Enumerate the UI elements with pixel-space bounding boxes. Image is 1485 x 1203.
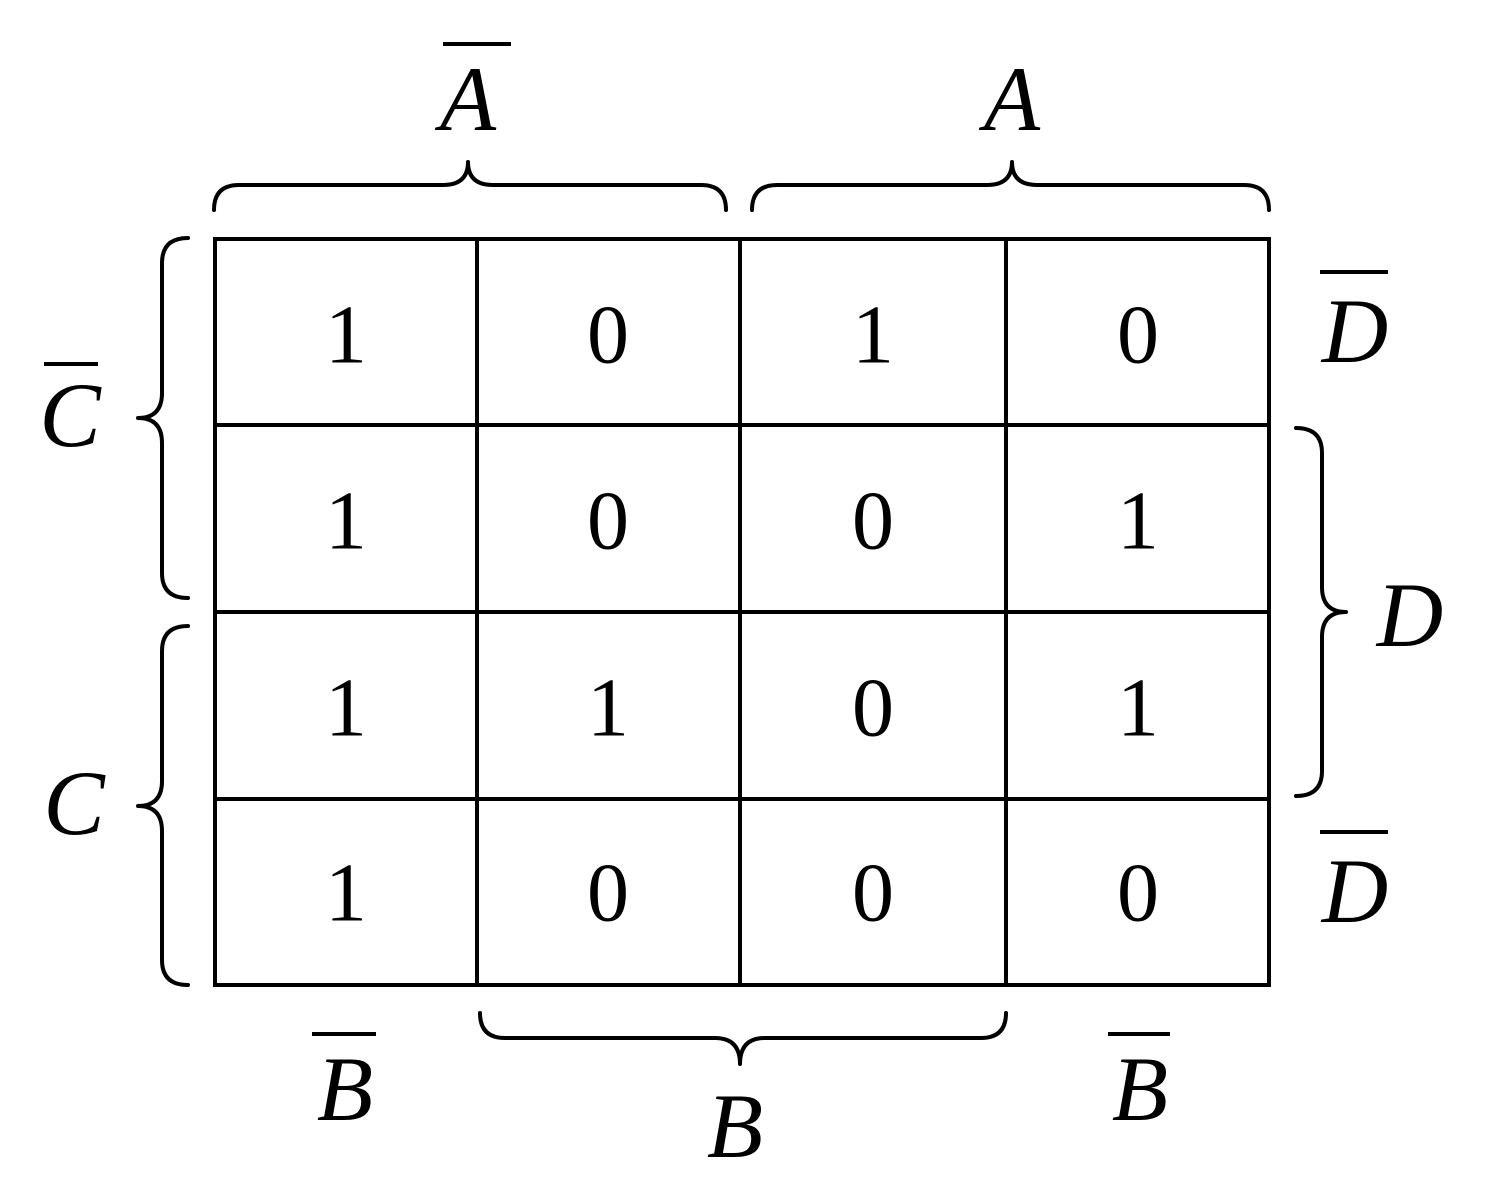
cell-r3-c0: 1: [325, 847, 367, 940]
kmap-braces: [136, 160, 1348, 1066]
cell-r1-c3: 1: [1117, 475, 1159, 568]
brace-bottom-middle: [478, 1011, 1008, 1066]
cell-r0-c1: 0: [587, 289, 629, 382]
brace-right-middle: [1294, 426, 1348, 798]
kmap-labels: A A C C D D D B B B: [39, 42, 1443, 1177]
cell-r0-c0: 1: [325, 289, 367, 382]
cell-r2-c2: 0: [852, 662, 894, 755]
cell-r2-c3: 1: [1117, 662, 1159, 755]
cell-r1-c1: 0: [587, 475, 629, 568]
label-bottom-right: B: [1112, 1038, 1168, 1140]
cell-r0-c2: 1: [852, 289, 894, 382]
cell-r1-c2: 0: [852, 475, 894, 568]
label-bottom-middle: B: [707, 1075, 763, 1177]
kmap-grid: [213, 237, 1271, 987]
cell-r3-c1: 0: [587, 847, 629, 940]
label-top-left: A: [434, 48, 497, 150]
label-right-bottom: D: [1320, 840, 1388, 942]
brace-top-right: [750, 160, 1271, 212]
label-top-right: A: [978, 48, 1041, 150]
label-right-middle: D: [1375, 564, 1443, 666]
cell-r0-c3: 0: [1117, 289, 1159, 382]
label-left-upper: C: [39, 364, 102, 466]
label-left-lower: C: [43, 752, 106, 854]
label-right-top: D: [1320, 280, 1388, 382]
brace-left-upper: [136, 236, 190, 600]
cell-r3-c3: 0: [1117, 847, 1159, 940]
label-bottom-left: B: [317, 1038, 373, 1140]
cell-r2-c0: 1: [325, 662, 367, 755]
brace-top-left: [212, 160, 728, 212]
kmap-cells: 1 0 1 0 1 0 0 1 1 1 0 1 1 0 0 0: [325, 289, 1159, 940]
cell-r1-c0: 1: [325, 475, 367, 568]
brace-left-lower: [136, 624, 190, 987]
cell-r3-c2: 0: [852, 847, 894, 940]
cell-r2-c1: 1: [587, 662, 629, 755]
